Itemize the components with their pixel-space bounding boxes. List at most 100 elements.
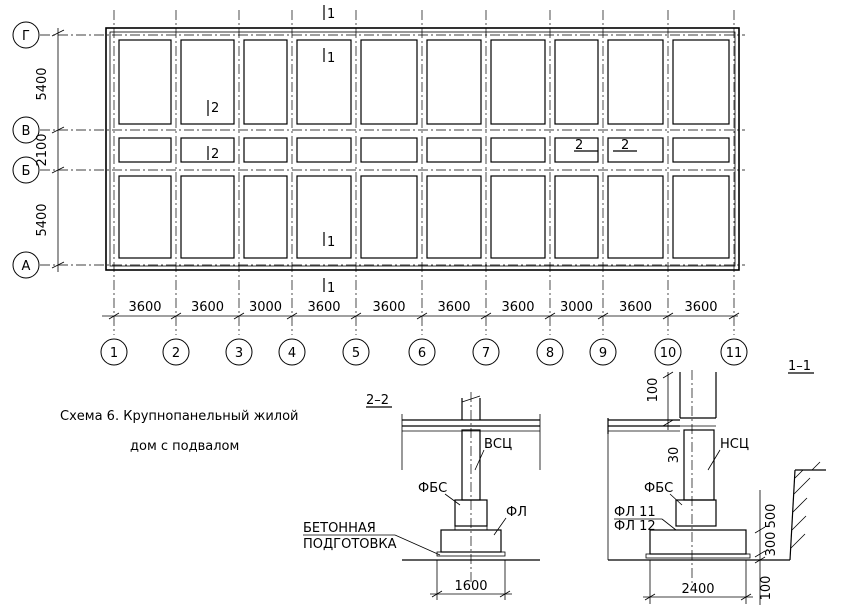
wall-panel: [672, 39, 730, 125]
section-2-2: 2–2 ВСЦ ФБС ФЛ БЕТОННАЯ ПОДГОТОВКА: [303, 392, 541, 600]
wall-panel: [360, 137, 418, 163]
row-axis-a: А: [12, 251, 40, 279]
row-dim: 5400: [35, 203, 50, 236]
wall-panel: [554, 175, 599, 259]
column-dim: 3000: [249, 300, 282, 315]
wall-panel: [426, 137, 482, 163]
wall-panel: [118, 39, 172, 125]
base-label-2: ПОДГОТОВКА: [303, 537, 397, 552]
row-axis-label: Г: [22, 29, 30, 44]
base-label-1: БЕТОННАЯ: [303, 521, 376, 536]
row-axis-g: Г: [12, 21, 40, 49]
wall-panel: [554, 137, 599, 163]
dim-tick: [350, 312, 362, 320]
section-width-dim: 2400: [681, 582, 714, 597]
plan: [40, 10, 745, 335]
section-title: 2–2: [366, 393, 389, 408]
row-dim: 5400: [35, 67, 50, 100]
row-axis-label: В: [22, 124, 31, 139]
row-axes: Г В Б А: [12, 21, 40, 279]
dim-tick: [662, 312, 674, 320]
column-dim: 3600: [128, 300, 161, 315]
row-dim: 2100: [35, 133, 50, 166]
dim-footing-a: 300: [764, 532, 779, 557]
wall-panel: [360, 175, 418, 259]
column-axis-7: 7: [472, 338, 500, 366]
footing-label-1: ФЛ 11: [614, 505, 656, 520]
column-axis-label: 1: [110, 346, 118, 361]
wall-panel: [296, 137, 352, 163]
cut-mark-label: 2: [621, 138, 629, 153]
column-dim: 3600: [501, 300, 534, 315]
wall-panel: [243, 39, 288, 125]
cut-marks: 1 1 1 1 2 2 2 2: [207, 5, 637, 296]
wall-label: ВСЦ: [484, 437, 512, 452]
caption-line-1: Схема 6. Крупнопанельный жилой: [60, 409, 299, 424]
wall-panel: [607, 175, 664, 259]
panels: [118, 39, 730, 259]
dim-tick: [544, 312, 556, 320]
column-axis-label: 3: [235, 346, 243, 361]
column-axis-3: 3: [225, 338, 253, 366]
column-axis-11: 11: [720, 338, 748, 366]
dim-tick: [597, 312, 609, 320]
column-axis-label: 6: [418, 346, 426, 361]
wall-panel: [243, 175, 288, 259]
column-dim: 3600: [437, 300, 470, 315]
cut-mark-label: 2: [575, 138, 583, 153]
cut-mark-label: 1: [327, 235, 335, 250]
dim-bottom: 100: [759, 576, 774, 601]
column-dim: 3600: [619, 300, 652, 315]
section-title: 1–1: [788, 359, 811, 374]
row-dimensions: 5400 2100 5400: [35, 28, 65, 272]
row-axis-label: А: [22, 259, 31, 274]
dim-gap: 30: [667, 447, 682, 464]
row-axis-v: В: [12, 116, 40, 144]
dim-tick: [480, 312, 492, 320]
cut-mark-label: 2: [211, 101, 219, 116]
wall-panel: [607, 137, 664, 163]
column-axis-9: 9: [589, 338, 617, 366]
column-dim: 3000: [560, 300, 593, 315]
column-axis-label: 8: [546, 346, 554, 361]
cut-mark-label: 1: [327, 7, 335, 22]
caption-line-2: дом с подвалом: [130, 439, 239, 454]
wall-panel: [672, 137, 730, 163]
column-dim: 3600: [307, 300, 340, 315]
wall-panel: [490, 137, 546, 163]
plan-outer-wall: [105, 27, 740, 271]
cut-mark-label: 1: [327, 51, 335, 66]
column-axis-label: 7: [482, 346, 490, 361]
dim-footing-b: 500: [764, 504, 779, 529]
wall-label: НСЦ: [720, 437, 749, 452]
wall-panel: [180, 137, 235, 163]
column-axis-label: 9: [599, 346, 607, 361]
wall-panel: [490, 39, 546, 125]
block-label: ФБС: [644, 481, 673, 496]
wall-panel: [490, 175, 546, 259]
dim-tick: [416, 312, 428, 320]
column-axis-1: 1: [100, 338, 128, 366]
dim-tick: [170, 312, 182, 320]
dim-tick: [728, 312, 740, 320]
dim-tick: [233, 312, 245, 320]
column-axis-5: 5: [342, 338, 370, 366]
column-dim: 3600: [684, 300, 717, 315]
wall-panel: [554, 39, 599, 125]
wall-panel: [180, 39, 235, 125]
footing-label-2: ФЛ 12: [614, 519, 656, 534]
row-axis-b: Б: [12, 156, 40, 184]
column-axis-label: 11: [726, 346, 743, 361]
wall-panel: [118, 175, 172, 259]
wall-panel: [426, 175, 482, 259]
wall-panel: [426, 39, 482, 125]
wall-panel: [360, 39, 418, 125]
wall-panel: [118, 137, 172, 163]
wall-panel: [243, 137, 288, 163]
dim-tick: [286, 312, 298, 320]
dim-top: 100: [646, 378, 661, 403]
